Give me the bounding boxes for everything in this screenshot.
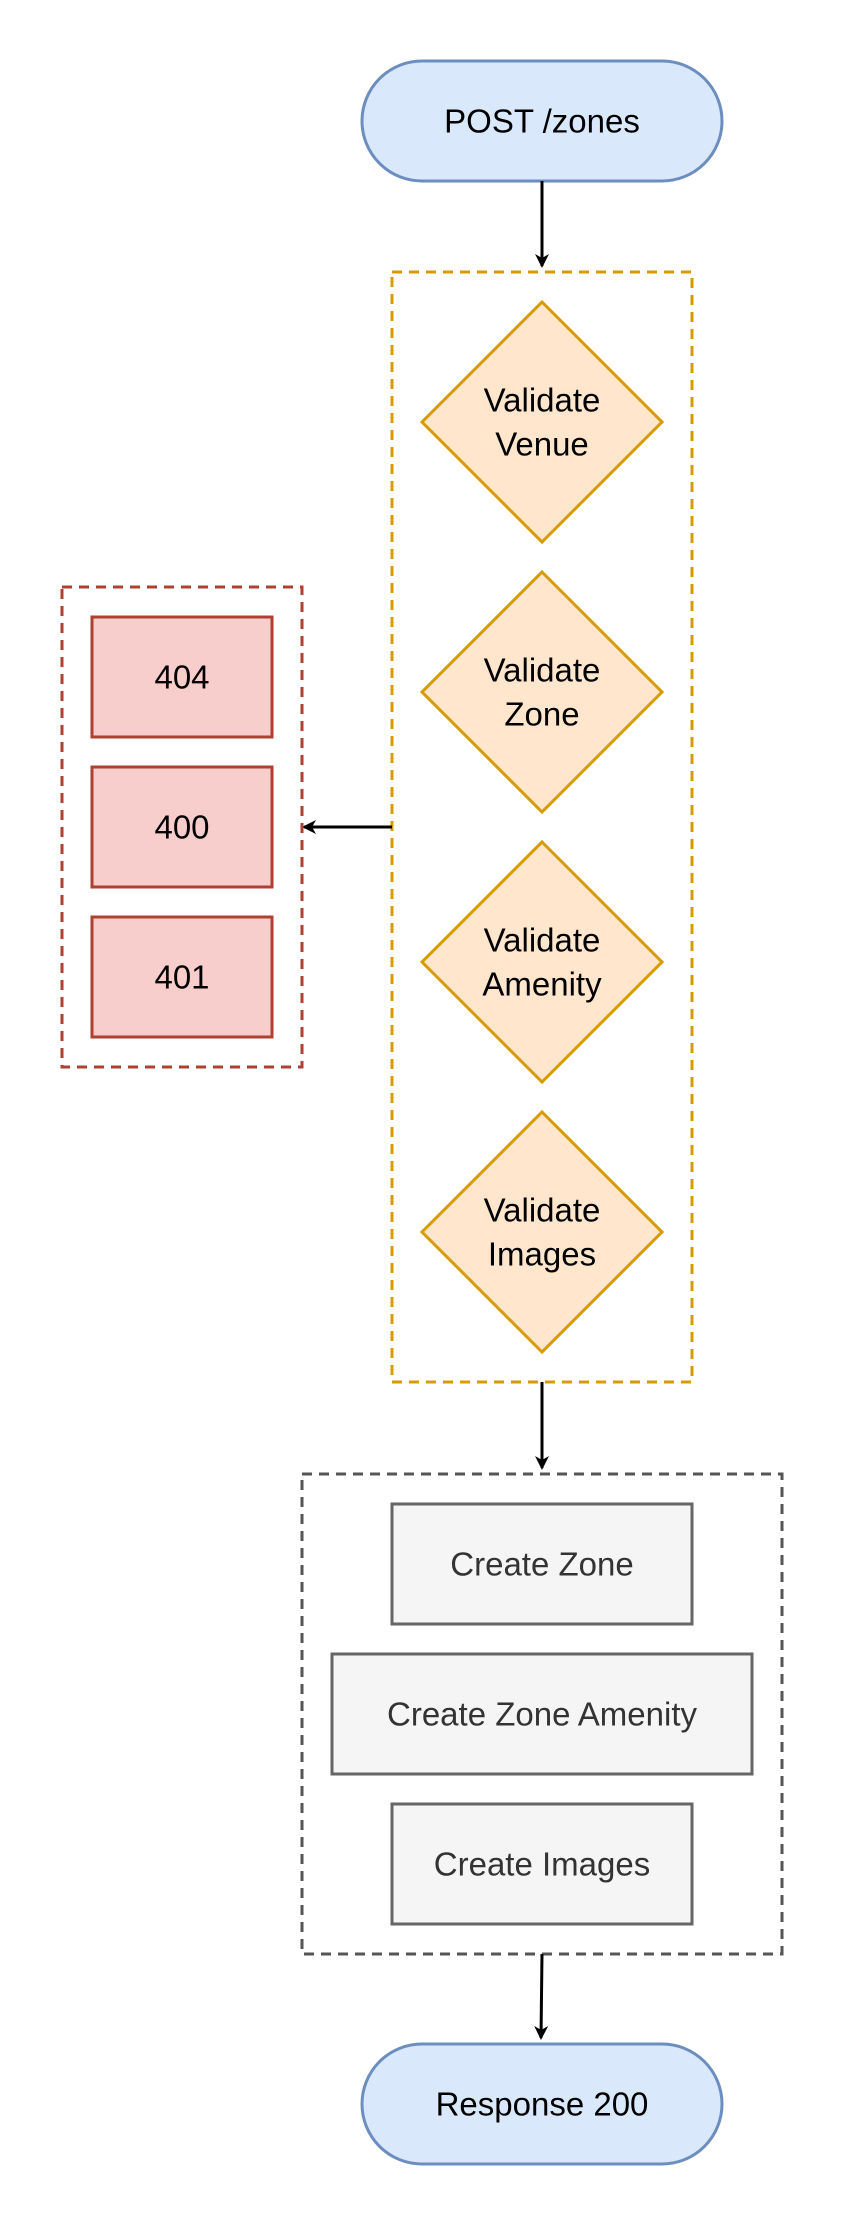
- validate-images-decision: [419, 1109, 665, 1355]
- error-404-label: 404: [154, 659, 209, 696]
- start-label: POST /zones: [444, 103, 640, 140]
- validate-venue-decision: [419, 299, 665, 545]
- validate-zone-label-line1: Validate: [484, 652, 601, 689]
- end-terminal: [360, 2042, 724, 2166]
- validate-zone-label-line2: Zone: [504, 696, 579, 733]
- end-label: Response 200: [436, 2086, 649, 2123]
- validate-amenity-label-line2: Amenity: [482, 966, 602, 1003]
- error-401-box: [90, 915, 274, 1039]
- validate-venue-label-line2: Venue: [495, 426, 589, 463]
- create-zone-label: Create Zone: [450, 1546, 633, 1583]
- create-zone-amenity-box: [330, 1652, 754, 1776]
- arrow-actions-to-end: [534, 1953, 549, 2040]
- error-404-box: [90, 615, 274, 739]
- validate-venue-label-line1: Validate: [484, 382, 601, 419]
- create-zone-amenity-label: Create Zone Amenity: [387, 1696, 697, 1733]
- error-group: [60, 585, 304, 1069]
- validate-zone-decision: [419, 569, 665, 815]
- validate-amenity-decision: [419, 839, 665, 1085]
- create-zone-box: [390, 1502, 694, 1626]
- validate-images-label-line2: Images: [488, 1236, 596, 1273]
- error-401-label: 401: [154, 959, 209, 996]
- error-400-box: [90, 765, 274, 889]
- create-images-label: Create Images: [434, 1846, 650, 1883]
- validate-amenity-label-line1: Validate: [484, 922, 601, 959]
- create-images-box: [390, 1802, 694, 1926]
- error-400-label: 400: [154, 809, 209, 846]
- validate-images-label-line1: Validate: [484, 1192, 601, 1229]
